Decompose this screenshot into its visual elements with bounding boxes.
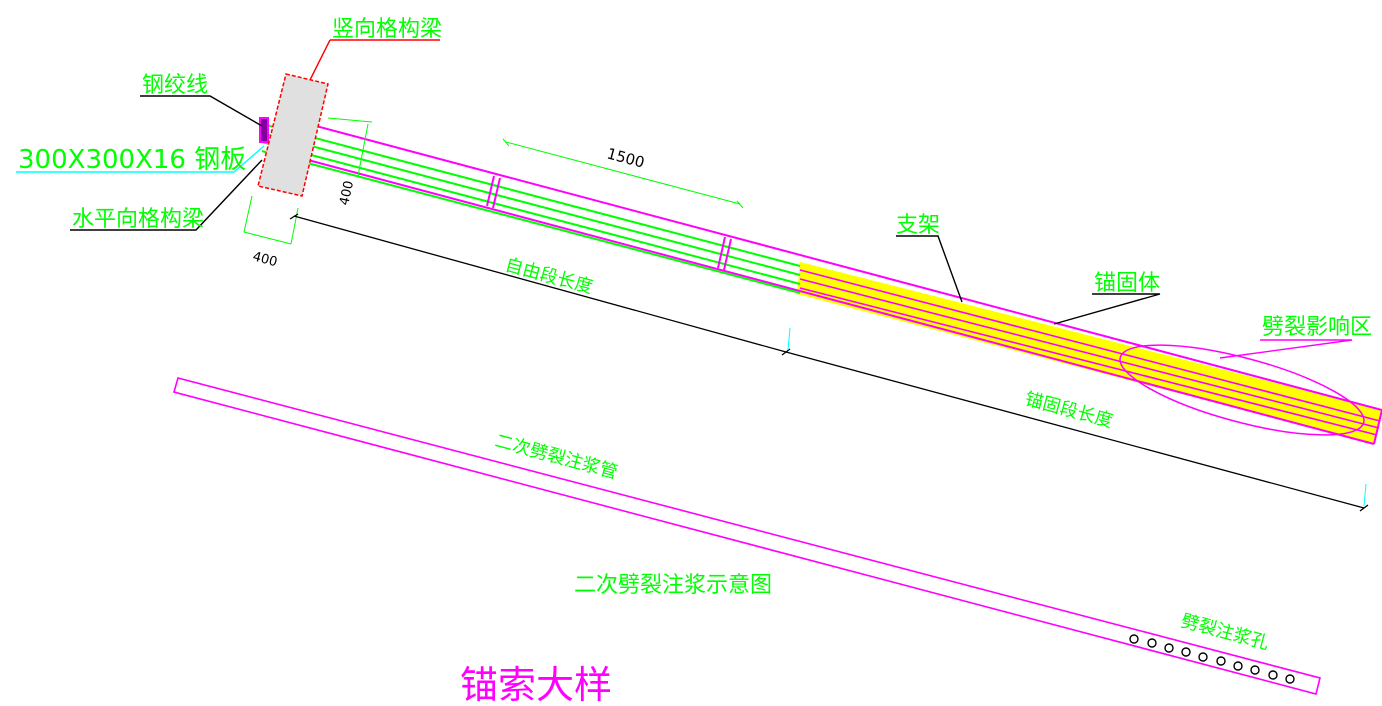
label-grout-holes: 劈裂注浆孔 [1179,611,1271,655]
grout-hole [1216,656,1226,666]
dim-1500 [502,138,744,209]
steel-plate-icon [259,117,269,143]
label-dim-1500: 1500 [605,144,647,171]
grout-hole [1250,665,1260,675]
label-horizontal-beam: 水平向格构梁 [72,207,204,232]
spacer-1 [486,175,501,209]
label-grout-pipe: 二次劈裂注浆管 [493,431,620,484]
drawing-title: 锚索大样 [460,663,612,706]
split-zone-ellipse [1119,344,1365,436]
label-anchor-length: 锚固段长度 [1023,389,1115,433]
dim-anchor-length [781,348,1369,512]
grout-hole [1233,661,1243,671]
vertical-beam-block [257,73,329,197]
grout-hole [1181,647,1191,657]
grout-hole [1164,643,1174,653]
dim-400-horizontal [243,195,299,245]
grout-hole [1147,638,1157,648]
dim-ticks-cyan [787,327,1367,507]
label-split-zone: 劈裂影响区 [1262,315,1372,340]
label-anchor-body: 锚固体 [1094,271,1160,296]
dim-400-vertical [327,117,373,177]
anchor-cable [259,117,1382,445]
label-dim-400-h: 400 [251,249,279,270]
grout-hole [1198,652,1208,662]
spacer-2 [717,236,732,271]
label-support: 支架 [896,213,940,238]
label-plate: 300X300X16 钢板 [18,145,246,175]
leader-lines [16,39,1353,359]
grout-holes [1129,634,1295,684]
grout-hole [1129,634,1139,644]
grout-hole [1268,670,1278,680]
label-grout-diagram: 二次劈裂注浆示意图 [574,573,772,598]
label-free-length: 自由段长度 [503,255,595,299]
grout-hole [1285,674,1295,684]
grout-pipe [173,377,1321,695]
label-strand: 钢绞线 [142,73,208,98]
label-vertical-beam: 竖向格构梁 [332,17,442,42]
label-dim-400-v: 400 [337,179,357,206]
dim-free-length [289,213,787,353]
